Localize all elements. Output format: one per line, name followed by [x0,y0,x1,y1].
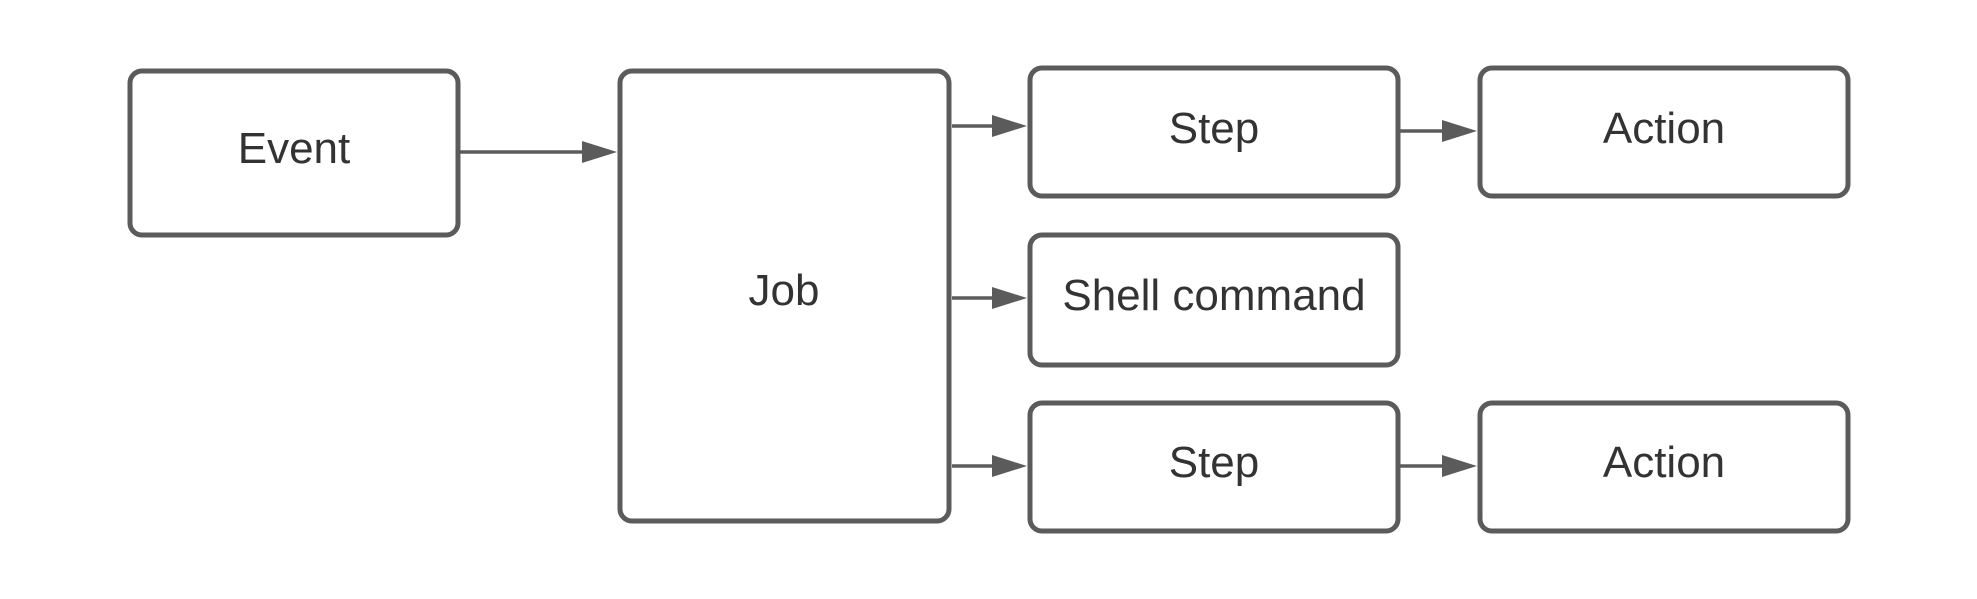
edge-job-to-step-top [952,115,1027,137]
node-action-bottom: Action [1477,400,1851,534]
node-action-top: Action [1477,65,1851,199]
edge-step-bottom-to-action-bottom [1400,455,1477,477]
node-step-top-label: Step [1169,104,1260,153]
node-shell-command-label: Shell command [1062,271,1365,320]
node-event: Event [127,68,461,238]
node-action-bottom-label: Action [1603,438,1725,487]
edge-step-top-to-action-top [1400,120,1477,142]
node-job-label: Job [749,266,820,315]
node-job: Job [617,68,952,524]
node-step-top: Step [1027,65,1401,199]
edge-event-to-job [460,141,617,163]
node-action-top-label: Action [1603,104,1725,153]
edge-job-to-shell-command [952,287,1027,309]
node-step-bottom: Step [1027,400,1401,534]
node-step-bottom-label: Step [1169,438,1260,487]
edge-job-to-step-bottom [952,455,1027,477]
node-event-label: Event [238,124,351,173]
node-shell-command: Shell command [1027,232,1401,368]
